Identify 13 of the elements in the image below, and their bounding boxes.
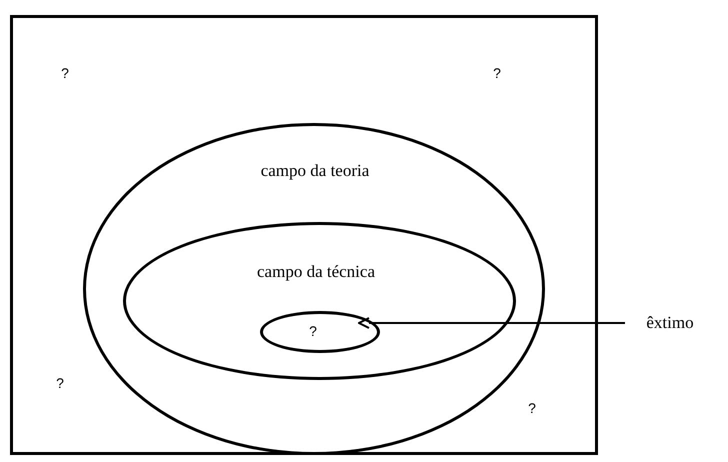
question-mark: ? xyxy=(309,323,317,339)
question-mark: ? xyxy=(61,65,69,81)
question-mark: ? xyxy=(493,65,501,81)
arrow xyxy=(358,317,625,329)
term-label: êxtimo xyxy=(625,310,715,336)
inner-ellipse xyxy=(260,311,380,353)
frame-rectangle xyxy=(10,15,598,455)
middle-ellipse xyxy=(123,222,516,380)
outer-ellipse xyxy=(83,123,545,455)
region-label: campo da teoria xyxy=(260,161,370,181)
question-mark: ? xyxy=(56,375,64,391)
region-label: campo da técnica xyxy=(257,262,375,282)
question-mark: ? xyxy=(528,400,536,416)
